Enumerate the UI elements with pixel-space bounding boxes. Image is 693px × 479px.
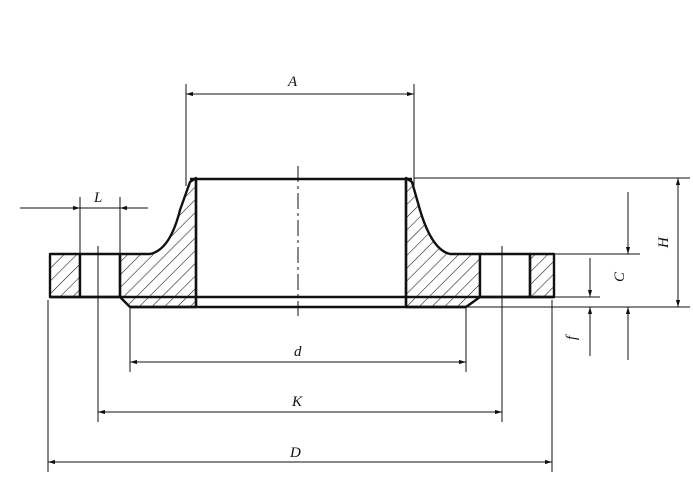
left-ring-section bbox=[48, 252, 82, 299]
dimension-label-k: K bbox=[291, 394, 303, 410]
dimension-label-f: f bbox=[564, 334, 580, 340]
right-ring-section bbox=[528, 252, 556, 299]
dimension-label-c: C bbox=[612, 271, 628, 282]
flange-section bbox=[48, 176, 556, 309]
dimension-label-d-outer: D bbox=[289, 445, 301, 461]
right-hub-section bbox=[404, 176, 482, 309]
right-bolt-hole bbox=[478, 252, 532, 299]
dimension-label-l: L bbox=[93, 190, 102, 206]
left-bolt-hole bbox=[78, 252, 122, 299]
dimension-lines bbox=[20, 84, 690, 472]
left-hub-section bbox=[118, 176, 198, 309]
dimension-label-a: A bbox=[287, 74, 298, 90]
dimension-label-d: d bbox=[294, 344, 302, 360]
dimension-label-h: H bbox=[656, 236, 672, 249]
